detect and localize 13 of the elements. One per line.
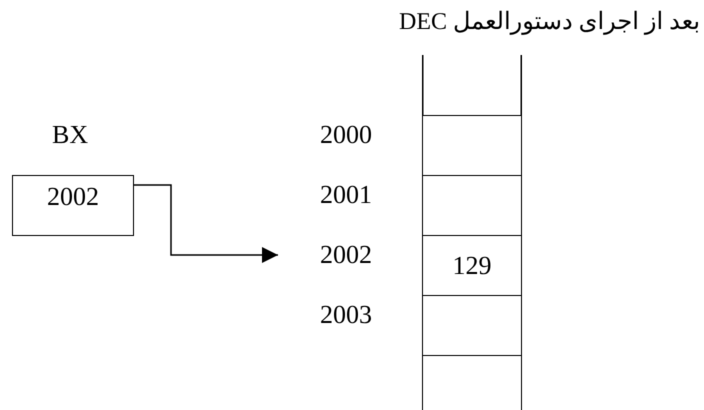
register-label: BX bbox=[52, 120, 88, 150]
address-text: 2003 bbox=[319, 300, 373, 330]
memory-cell bbox=[422, 355, 522, 410]
memory-cell bbox=[422, 295, 522, 356]
address-text: 2001 bbox=[319, 180, 373, 210]
memory-cell bbox=[422, 115, 522, 176]
memory-cell bbox=[422, 175, 522, 236]
memory-cell: 129 bbox=[422, 235, 522, 296]
register-box: 2002 bbox=[12, 175, 134, 236]
arrow bbox=[134, 184, 278, 263]
diagram-title: بعد از اجرای دستورالعمل DEC bbox=[399, 8, 700, 37]
address-text: 2000 bbox=[319, 120, 373, 150]
address-text: 2002 bbox=[312, 240, 380, 270]
